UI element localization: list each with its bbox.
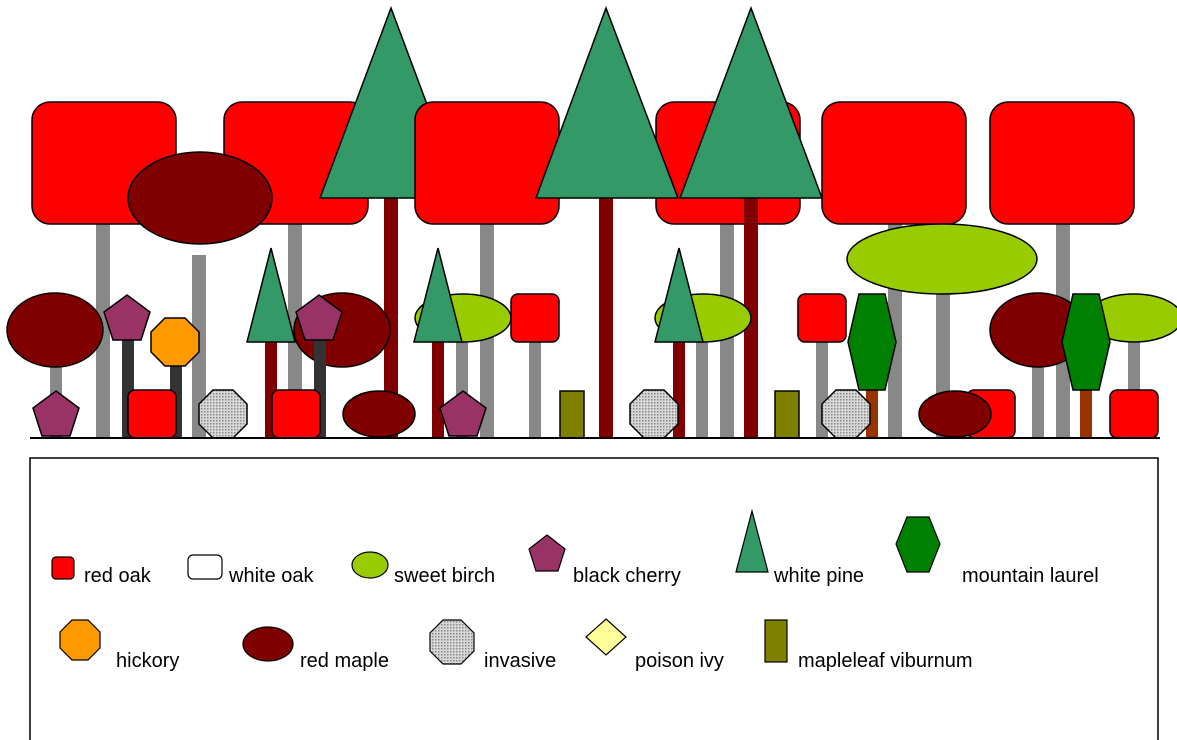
legend-label: black cherry	[573, 565, 681, 587]
mapleleaf-viburnum-shrub	[560, 391, 584, 438]
red-oak-swatch	[52, 557, 74, 579]
legend-label: mountain laurel	[962, 565, 1099, 587]
legend: red oak white oak sweet birch black cher…	[30, 458, 1158, 740]
red-oak-seedling	[128, 390, 176, 438]
red-maple-swatch	[243, 627, 293, 661]
red-oak-crown	[990, 102, 1134, 224]
legend-label: invasive	[484, 650, 556, 672]
legend-label: white pine	[773, 565, 864, 587]
legend-label: sweet birch	[394, 565, 495, 587]
red-oak-middle	[415, 102, 559, 224]
invasive-plant	[199, 390, 247, 438]
red-oak-small-mid-1	[511, 294, 559, 438]
legend-label: poison ivy	[635, 650, 724, 672]
hickory-swatch	[60, 620, 100, 660]
invasive-plant	[822, 390, 870, 438]
legend-label: red maple	[300, 650, 389, 672]
legend-label: white oak	[228, 565, 314, 587]
black-cherry-seedling	[440, 391, 486, 436]
white-pine-tall-2	[536, 8, 678, 438]
mapleleaf-viburnum-swatch	[765, 620, 787, 662]
legend-label: hickory	[116, 650, 179, 672]
legend-label: red oak	[84, 565, 152, 587]
invasive-swatch	[430, 620, 474, 664]
red-oak-crown	[822, 102, 966, 224]
black-cherry-seedling	[33, 391, 79, 436]
red-oak-seedling	[272, 390, 320, 438]
legend-box	[30, 458, 1158, 740]
sweet-birch-swatch	[352, 552, 388, 578]
red-maple-seedling	[343, 391, 415, 437]
invasive-plant	[630, 390, 678, 438]
mapleleaf-viburnum-shrub	[775, 391, 799, 438]
red-oak-seedling	[1110, 390, 1158, 438]
red-maple-seedling	[919, 391, 991, 437]
white-oak-swatch	[188, 555, 222, 579]
red-oak-crown	[415, 102, 559, 224]
legend-label: mapleleaf viburnum	[798, 650, 973, 672]
